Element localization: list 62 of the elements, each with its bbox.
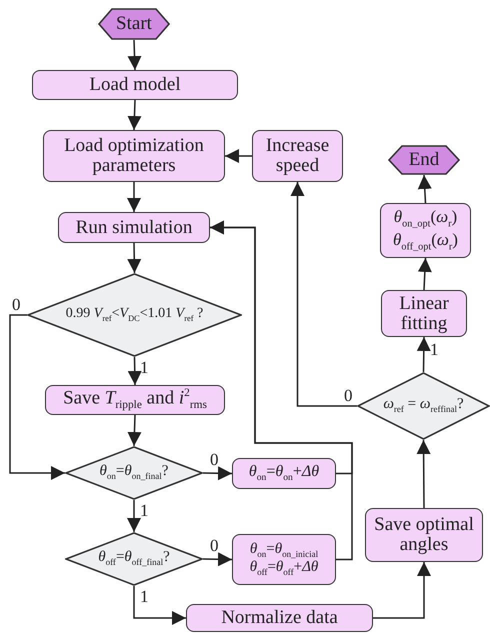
process-box: [186, 604, 373, 632]
arrow: [128, 40, 142, 70]
arrow: [128, 356, 142, 386]
edge-label: 1: [140, 588, 148, 605]
node-label: Start: [116, 14, 152, 34]
node-label: θ$_{on}$=θ$_{on}$+Δθ: [248, 464, 320, 484]
arrow: [127, 100, 142, 130]
terminal-hexagon: [98, 8, 170, 40]
edge-label: 0: [210, 537, 218, 554]
decision-diamond: [357, 372, 490, 440]
decision-diamond: [65, 532, 203, 586]
process-box: [365, 508, 483, 562]
terminal-hexagon: [388, 145, 460, 175]
arrow: [418, 174, 432, 204]
decision-text: ω$_{ref}$ = ω$_{ref}$$_{final}$?: [383, 397, 464, 415]
arrow: [9, 314, 65, 480]
node-label: Load model: [89, 75, 181, 95]
node-label: Save optimal angles: [373, 515, 475, 555]
process-box: [232, 458, 336, 489]
arrow: [416, 336, 431, 372]
arrow: [290, 182, 357, 407]
arrow: [127, 242, 142, 274]
process-box: [232, 534, 336, 585]
arrow: [127, 182, 141, 212]
process-box: [43, 130, 225, 182]
edge-label: 0: [210, 451, 218, 468]
edge-label: 1: [140, 359, 148, 376]
node-label: End: [408, 150, 440, 170]
arrow: [202, 552, 232, 566]
node-label: Normalize data: [221, 608, 338, 628]
edge-label: 1: [140, 502, 148, 519]
arrow: [127, 414, 142, 446]
decision-text: 0.99 V$_{ref}$<V$_{DC}$<1.01 V$_{ref}$ ?: [66, 306, 204, 324]
arrow: [210, 220, 353, 560]
process-box: [45, 385, 225, 415]
edge-label: 0: [344, 387, 352, 404]
process-box: [32, 70, 238, 100]
decision-text: θ$_{on}$=θ$_{on_final}$?: [100, 464, 168, 482]
edge-label: 1: [430, 341, 438, 358]
arrow: [202, 466, 232, 480]
node-label: Load optimization parameters: [63, 136, 205, 176]
node-label: Increase speed: [264, 136, 330, 176]
process-box: [252, 130, 343, 182]
node-label: θ$_{on_opt}$(ω$_{r}$): [394, 208, 458, 230]
edge-label: 0: [12, 296, 20, 313]
node-label: Run simulation: [76, 218, 192, 238]
arrow: [416, 440, 431, 508]
decision-diamond: [27, 273, 242, 357]
arrow: [373, 562, 431, 619]
arrow: [225, 149, 252, 163]
decision-diamond: [65, 446, 203, 500]
process-box: [380, 203, 471, 258]
node-label: θ$_{off}$=θ$_{off}$+Δθ: [250, 560, 318, 577]
decision-text: θ$_{off}$=θ$_{off_final}$?: [98, 550, 170, 568]
process-box: [381, 290, 467, 337]
node-label: Linear fitting: [398, 294, 450, 334]
arrow: [418, 258, 432, 290]
arrow: [133, 586, 186, 625]
process-box: [58, 212, 210, 243]
node-label: θ$_{off_opt}$(ω$_{r}$): [393, 230, 458, 253]
node-label: θ$_{on}$=θ$_{on_inicial}$: [250, 542, 318, 560]
arrow: [127, 500, 141, 532]
